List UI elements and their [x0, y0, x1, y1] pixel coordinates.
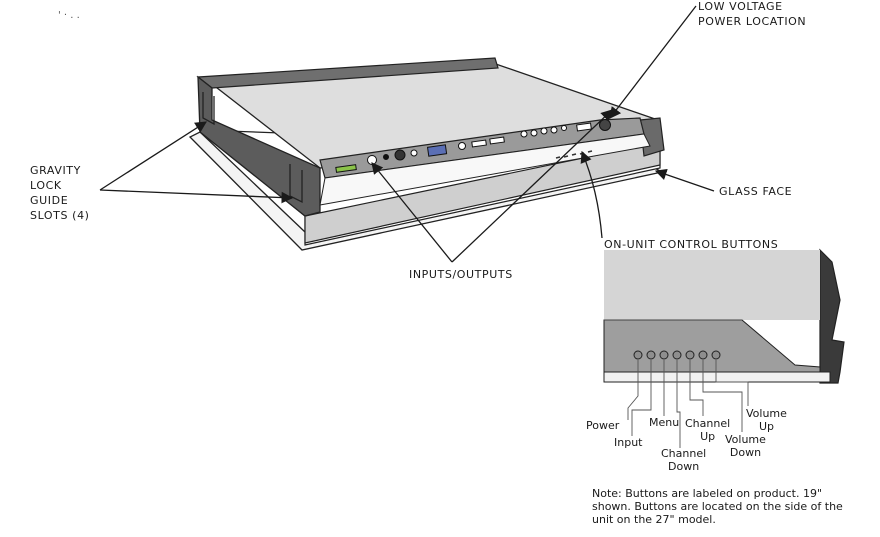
front-face-strip — [304, 141, 661, 244]
glass-face-arrow — [654, 168, 715, 192]
inputs-arrow-1 — [371, 162, 453, 263]
footnote: Note: Buttons are labeled on product. 19… — [592, 487, 843, 526]
vga-port — [426, 144, 448, 157]
volume-up-label: Volume Up — [746, 407, 787, 433]
control-buttons-inset — [603, 248, 845, 448]
inset-top-panel — [604, 250, 820, 320]
display-unit — [188, 57, 665, 251]
jack-3 — [394, 149, 406, 161]
inputs-outputs-label: INPUTS/OUTPUTS — [409, 268, 513, 281]
inset-dark-frame — [819, 248, 845, 384]
jack-7 — [530, 129, 538, 137]
guide-slot-lower — [289, 164, 303, 204]
channel-down-label: Channel Down — [661, 447, 707, 473]
jack-2 — [383, 154, 389, 160]
volume-down-label: Volume Down — [725, 433, 766, 459]
inset-bevel — [603, 319, 821, 373]
channel-up-label: Channel Up — [685, 417, 731, 443]
input-label: Input — [614, 436, 643, 449]
volume-up-button-dot — [711, 350, 721, 360]
input-button-dot — [646, 350, 656, 360]
power-label: Power — [586, 419, 620, 432]
jack-4 — [410, 149, 418, 157]
low-voltage-arrow — [609, 5, 697, 119]
green-terminal — [335, 164, 357, 173]
channel-down-button-dot — [672, 350, 682, 360]
gravity-lock-arrow-2 — [99, 189, 294, 204]
button-leader-lines — [627, 360, 749, 448]
low-voltage-power-label: LOW VOLTAGE POWER LOCATION — [698, 0, 807, 28]
gravity-lock-label: GRAVITY LOCK GUIDE SLOTS (4) — [30, 164, 90, 222]
jack-8 — [540, 127, 548, 135]
jack-5 — [458, 142, 466, 150]
corner-mark: ' · . . — [58, 10, 80, 21]
hdmi-port-2 — [489, 136, 505, 145]
callout-lines — [99, 5, 715, 263]
inputs-arrow-2 — [451, 109, 613, 263]
control-buttons-label: ON-UNIT CONTROL BUTTONS — [604, 238, 779, 251]
channel-up-button-dot — [685, 350, 695, 360]
glass-face-label: GLASS FACE — [719, 185, 793, 198]
jack-6 — [520, 130, 528, 138]
control-buttons-arrow — [580, 150, 603, 239]
inset-buttons — [633, 350, 721, 360]
menu-label: Menu — [649, 416, 680, 429]
usb-port — [576, 122, 592, 132]
hdmi-port-1 — [471, 139, 487, 148]
guide-slot-upper — [202, 92, 215, 126]
menu-button-dot — [659, 350, 669, 360]
gravity-lock-arrow-1 — [99, 121, 207, 191]
jack-10 — [561, 125, 567, 131]
jack-9 — [550, 126, 558, 134]
volume-down-button-dot — [698, 350, 708, 360]
power-button-dot — [633, 350, 643, 360]
